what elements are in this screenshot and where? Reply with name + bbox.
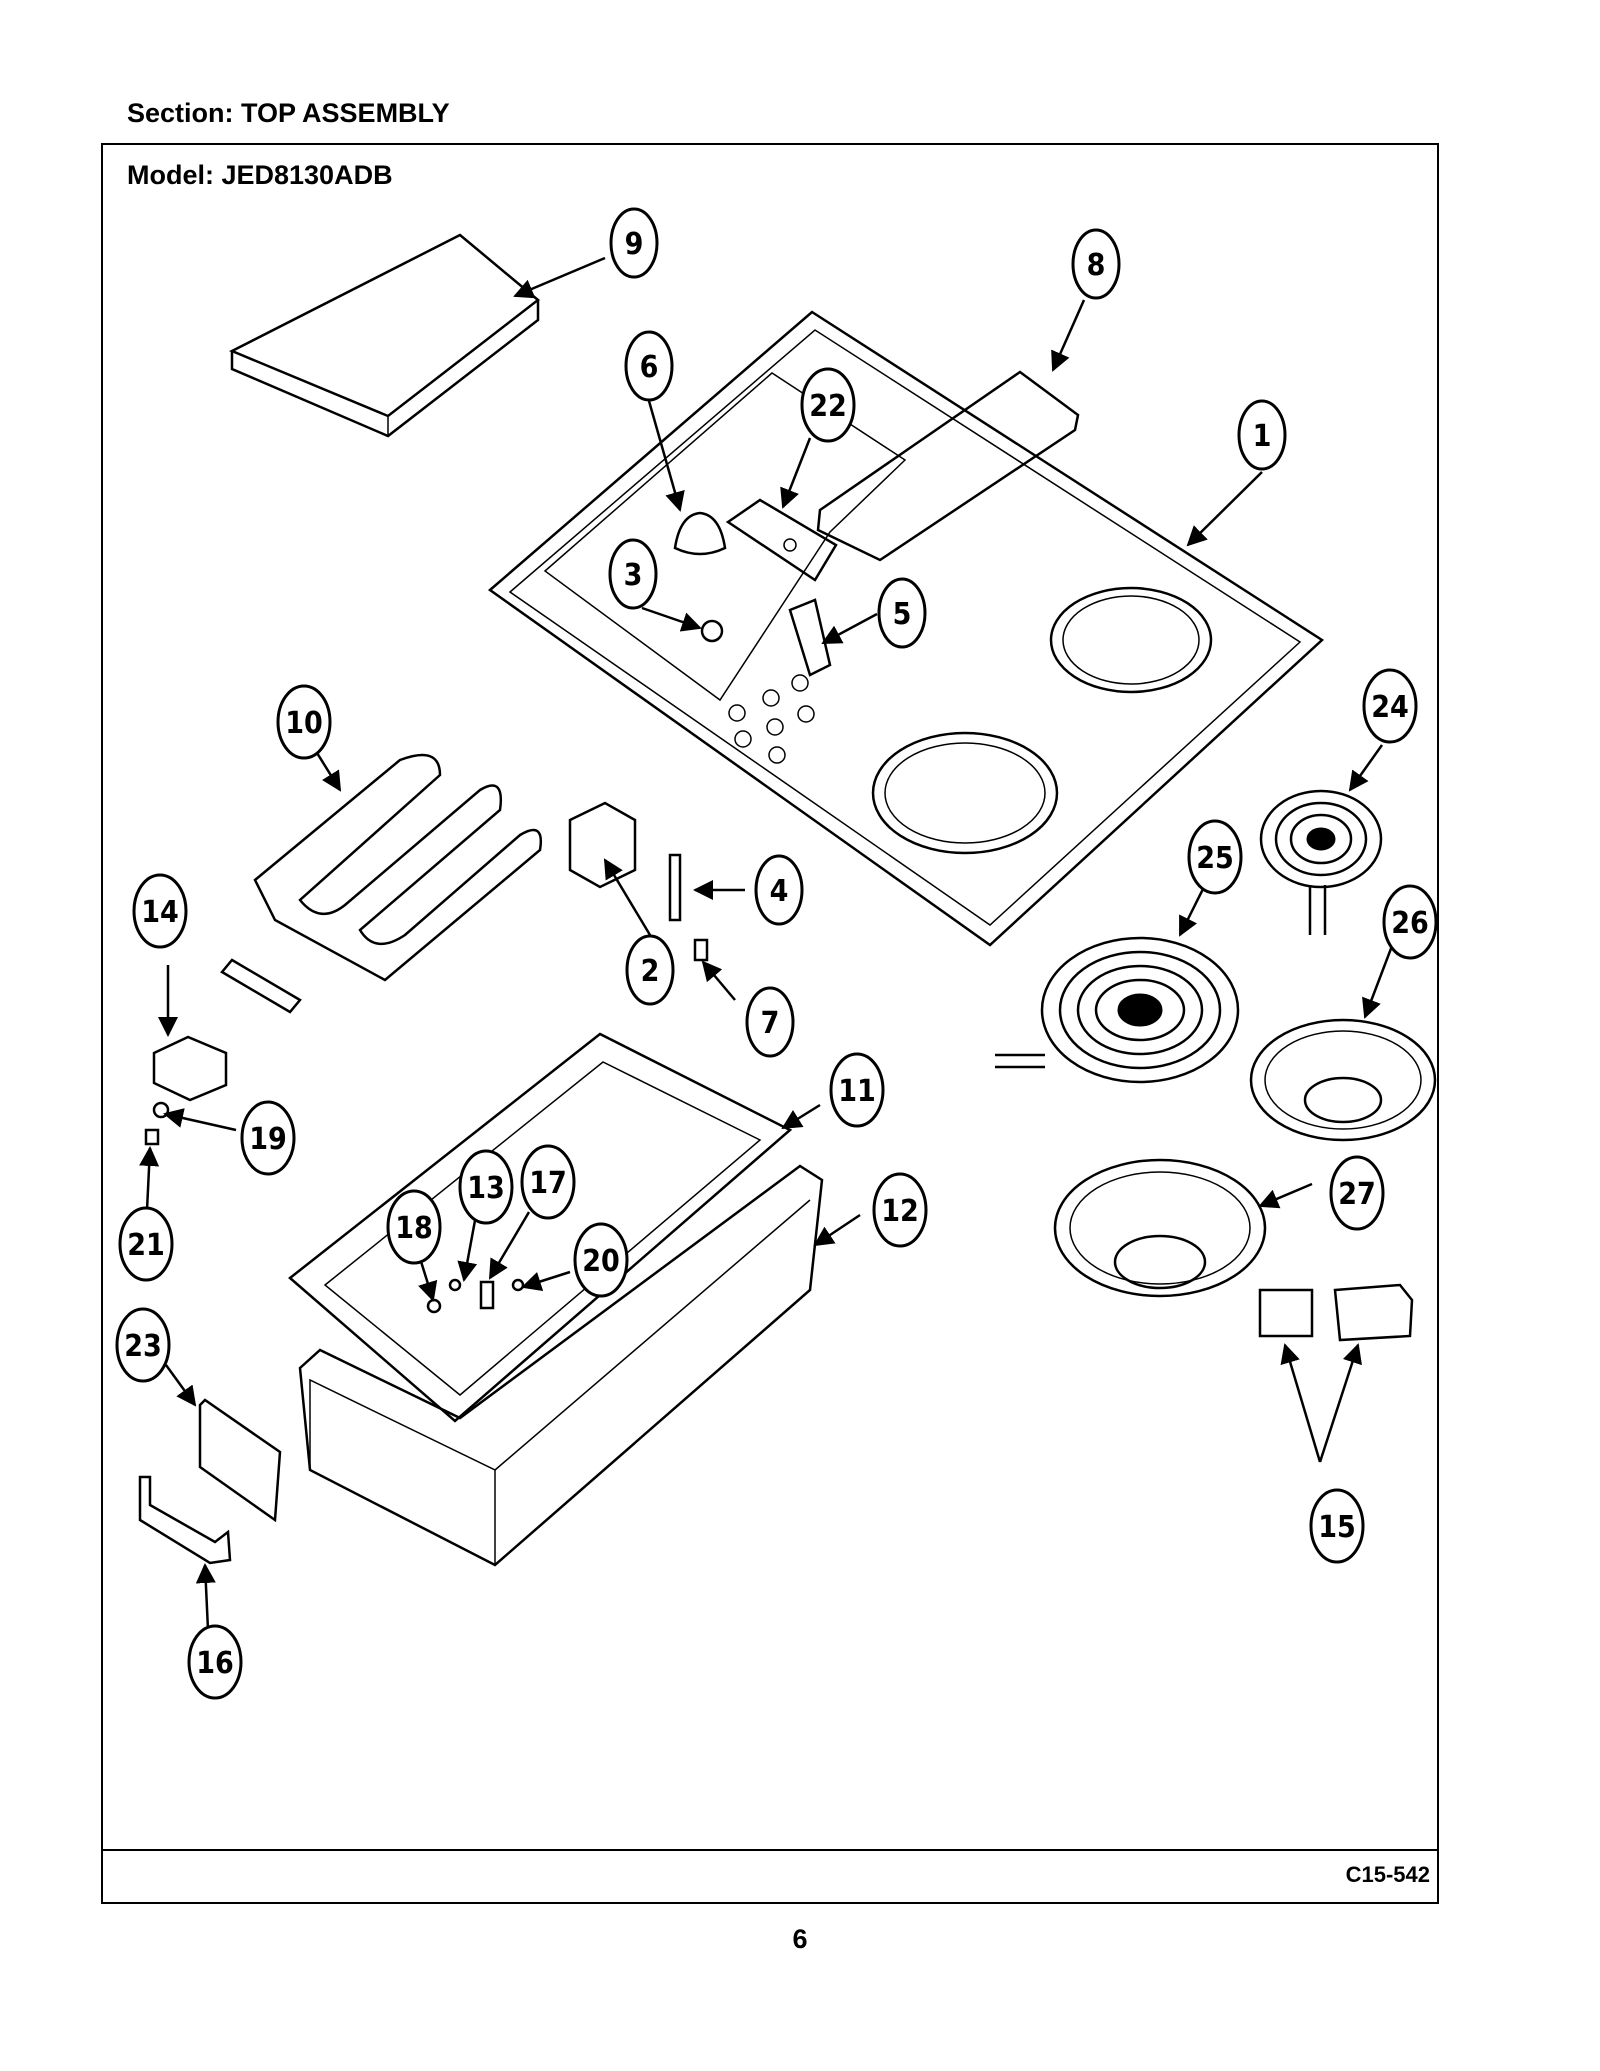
svg-text:14: 14 [141, 895, 179, 930]
svg-text:26: 26 [1391, 906, 1429, 941]
part-27-drip-bowl [1053, 1158, 1267, 1298]
part-17-bracket [479, 1280, 495, 1310]
svg-text:20: 20 [582, 1244, 620, 1279]
svg-text:23: 23 [124, 1329, 162, 1364]
part-15-receptacle-kit [1258, 1283, 1414, 1342]
callout-11: 11 [829, 1052, 885, 1128]
svg-text:22: 22 [809, 389, 847, 424]
page-number: 6 [792, 1924, 808, 1954]
callout-2: 2 [625, 934, 675, 1006]
section-title: Section: TOP ASSEMBLY [127, 98, 450, 128]
svg-text:19: 19 [249, 1122, 287, 1157]
callout-3: 3 [608, 538, 658, 610]
part-23-shield [198, 1398, 282, 1523]
part-4-pin [668, 853, 682, 922]
callout-14: 14 [132, 873, 188, 949]
callout-16: 16 [187, 1624, 243, 1700]
svg-text:15: 15 [1318, 1510, 1356, 1545]
part-5-switch [788, 598, 832, 677]
part-20-screw [511, 1278, 525, 1292]
part-21-clip [144, 1128, 160, 1146]
svg-text:3: 3 [624, 558, 643, 593]
svg-text:21: 21 [127, 1228, 165, 1263]
callout-1: 1 [1237, 399, 1287, 471]
part-2-relay [568, 801, 637, 889]
callout-6: 6 [624, 330, 674, 402]
svg-text:5: 5 [893, 597, 912, 632]
part-16-bracket [138, 1475, 232, 1565]
svg-text:10: 10 [285, 706, 323, 741]
svg-text:16: 16 [196, 1646, 234, 1681]
callout-4: 4 [754, 854, 804, 926]
svg-text:4: 4 [770, 874, 789, 909]
svg-text:27: 27 [1338, 1177, 1376, 1212]
svg-text:12: 12 [881, 1194, 919, 1229]
part-26-drip-bowl [1249, 1018, 1437, 1142]
callout-19: 19 [240, 1100, 296, 1176]
callout-8: 8 [1071, 228, 1121, 300]
part-8-vent [816, 370, 1080, 562]
callout-27: 27 [1329, 1155, 1385, 1231]
leader-lines [139, 256, 1397, 1631]
part-6-knob [673, 511, 727, 556]
callout-22: 22 [800, 367, 856, 443]
svg-text:11: 11 [838, 1074, 876, 1109]
part-13-screw [448, 1278, 462, 1292]
svg-text:18: 18 [395, 1211, 433, 1246]
svg-text:6: 6 [640, 350, 659, 385]
callout-17: 17 [520, 1144, 576, 1220]
callout-9: 9 [609, 207, 659, 279]
diagram-frame [101, 143, 1439, 1904]
callout-15: 15 [1309, 1488, 1365, 1564]
svg-text:24: 24 [1371, 690, 1409, 725]
callout-25: 25 [1187, 819, 1243, 895]
callout-5: 5 [877, 577, 927, 649]
svg-text:17: 17 [529, 1166, 567, 1201]
part-9-vent-grille [229, 233, 540, 438]
svg-text:8: 8 [1087, 248, 1106, 283]
callout-24: 24 [1362, 668, 1418, 744]
callout-20: 20 [573, 1222, 629, 1298]
part-18-grommet [426, 1298, 442, 1314]
svg-text:13: 13 [467, 1171, 505, 1206]
callout-12: 12 [872, 1172, 928, 1248]
svg-text:9: 9 [625, 227, 644, 262]
part-10-bake-element [220, 753, 543, 1014]
svg-text:2: 2 [641, 954, 660, 989]
callout-10: 10 [276, 684, 332, 760]
footer-divider [101, 1849, 1439, 1851]
svg-text:1: 1 [1253, 419, 1272, 454]
callout-23: 23 [115, 1307, 171, 1383]
part-14-terminal-block [152, 1035, 228, 1102]
part-11-liner [288, 1032, 793, 1423]
callout-21: 21 [118, 1206, 174, 1282]
callout-13: 13 [458, 1149, 514, 1225]
callout-26: 26 [1382, 884, 1438, 960]
part-3-nut [700, 619, 724, 643]
part-7-clip [693, 938, 709, 962]
part-24-small-element [1259, 789, 1383, 935]
part-12-pan [298, 1164, 824, 1567]
drawing-code: C15-542 [1345, 1862, 1430, 1887]
part-1-cooktop [487, 310, 1325, 947]
callout-18: 18 [386, 1189, 442, 1265]
callout-7: 7 [745, 986, 795, 1058]
svg-text:25: 25 [1196, 841, 1234, 876]
part-25-large-element [995, 936, 1240, 1084]
model-label: Model: JED8130ADB [127, 160, 393, 190]
svg-text:7: 7 [761, 1006, 780, 1041]
part-22-mounting-plate [725, 498, 838, 582]
